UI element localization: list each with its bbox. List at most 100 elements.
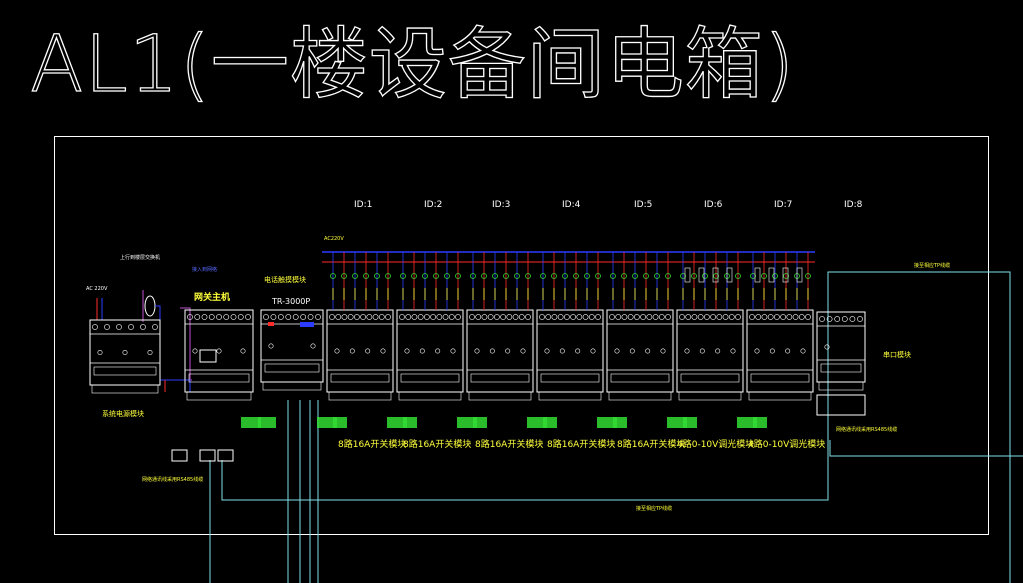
channel-module-3 <box>466 309 534 401</box>
channel-module-5-terminal <box>640 314 647 320</box>
terminal-block <box>258 417 276 428</box>
channel-module-5-terminal <box>658 314 665 320</box>
gateway-label: 网关主机 <box>194 293 231 303</box>
channel-module-2 <box>396 309 464 401</box>
channel-module-7-terminal <box>761 314 768 320</box>
power-module-terminal <box>140 324 146 330</box>
channel-module-2-rail <box>400 373 460 383</box>
touch-red-mark <box>268 322 274 326</box>
fuse <box>726 267 733 283</box>
left-bottom-note: 网络通讯线采用RS485线缆 <box>142 477 204 483</box>
id-label-4: ID:4 <box>562 200 581 210</box>
id-label-2: ID:2 <box>424 200 443 210</box>
channel-module-3-led <box>489 348 495 354</box>
channel-label-6: 4路0-10V调光模块 <box>677 440 755 450</box>
channel-label-7: 4路0-10V调光模块 <box>748 440 826 450</box>
gateway-module-base <box>186 391 252 401</box>
channel-module-4-led <box>544 348 550 354</box>
channel-module-2-terminal <box>417 314 424 320</box>
breaker-contact <box>610 273 616 279</box>
channel-module-4-terminal <box>545 314 552 320</box>
gateway-module-led <box>240 348 246 354</box>
channel-module-1-rail <box>330 373 390 383</box>
channel-module-6-base <box>678 391 742 401</box>
channel-module-1-terminal <box>353 314 360 320</box>
channel-module-5-body <box>606 309 674 393</box>
power-module-led <box>147 349 153 355</box>
channel-module-2-led <box>419 348 425 354</box>
channel-module-1-led <box>365 348 371 354</box>
breaker-contact <box>702 273 708 279</box>
bus-power-note: AC220V <box>324 236 344 242</box>
channel-label-1: 8路16A开关模块 <box>338 440 407 450</box>
channel-module-1-terminal <box>360 314 367 320</box>
breaker-contact <box>492 273 498 279</box>
channel-module-3-terminal <box>475 314 482 320</box>
power-module-label: 系统电源模块 <box>102 410 144 418</box>
channel-module-4-rail <box>540 373 600 383</box>
breaker-contact <box>573 273 579 279</box>
channel-module-1-terminal <box>385 314 391 320</box>
serial-module-terminal <box>826 316 833 322</box>
terminal-block <box>597 417 617 428</box>
channel-module-2-terminal <box>411 314 418 320</box>
power-module-terminal <box>116 324 122 330</box>
channel-module-7-terminal <box>755 314 762 320</box>
channel-module-6-rail <box>680 373 740 383</box>
breaker-contact <box>444 273 450 279</box>
channel-module-4-terminal <box>595 314 601 320</box>
serial-module-terminal <box>834 316 841 322</box>
channel-module-3-terminal <box>506 314 513 320</box>
gateway-module-led <box>216 348 222 354</box>
serial-module <box>816 311 866 391</box>
touch-module-terminal <box>277 314 284 320</box>
channel-module-6-terminal <box>710 314 717 320</box>
channel-module-5-led <box>660 348 666 354</box>
id-label-8: ID:8 <box>844 200 863 210</box>
channel-module-7-terminal <box>780 314 787 320</box>
breaker-contact <box>352 273 358 279</box>
channel-module-1 <box>326 309 394 401</box>
rj45-jack <box>199 449 216 462</box>
power-module <box>89 319 161 394</box>
channel-module-2-terminal <box>430 314 437 320</box>
fuse <box>796 267 803 283</box>
serial-module-terminal <box>841 316 848 322</box>
channel-module-5-terminal <box>621 314 628 320</box>
channel-module-7-base <box>748 391 812 401</box>
power-module-rail <box>93 366 157 376</box>
power-module-led <box>122 349 128 355</box>
gateway-module-rail <box>188 373 250 383</box>
channel-module-5-terminal <box>627 314 634 320</box>
channel-module-4-led <box>559 348 565 354</box>
terminal-block <box>387 417 407 428</box>
channel-module-6-terminal <box>735 314 741 320</box>
channel-module-3-terminal <box>481 314 488 320</box>
channel-module-1-terminal <box>329 314 335 320</box>
channel-module-4-terminal <box>576 314 583 320</box>
terminal-block <box>403 417 417 428</box>
fuse <box>782 267 789 283</box>
fuse <box>698 267 705 283</box>
serial-module-terminal <box>857 316 863 322</box>
breaker-contact <box>363 273 369 279</box>
channel-module-5-terminal <box>633 314 640 320</box>
channel-module-4 <box>536 309 604 401</box>
id-label-5: ID:5 <box>634 200 653 210</box>
touch-module-body <box>260 309 324 383</box>
breaker-contact <box>525 273 531 279</box>
id-label-1: ID:1 <box>354 200 373 210</box>
terminal-block <box>457 417 477 428</box>
channel-module-1-led <box>334 348 340 354</box>
touch-module-terminal <box>270 314 277 320</box>
breaker-contact <box>562 273 568 279</box>
terminal-block <box>241 417 261 428</box>
power-in-note: AC 220V <box>86 286 108 292</box>
gateway-top-note: 接入到网络 <box>192 267 218 273</box>
breaker-contact <box>632 273 638 279</box>
channel-module-1-terminal <box>366 314 373 320</box>
gateway-module-led <box>192 348 198 354</box>
gateway-module-terminal <box>230 314 237 320</box>
channel-module-2-led <box>404 348 410 354</box>
